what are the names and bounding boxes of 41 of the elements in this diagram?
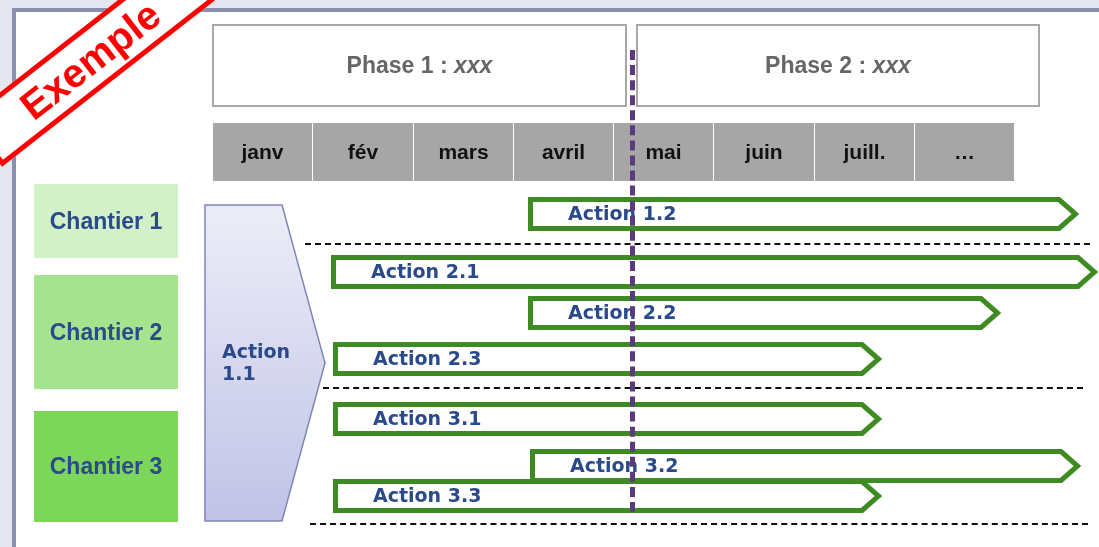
task-label: Action 3.1 (373, 407, 482, 429)
phase-label: Phase 1 : xxx (346, 52, 493, 79)
month-label: mars (438, 140, 489, 164)
month-header (514, 123, 613, 181)
workstream-label: Chantier 2 (49, 318, 163, 346)
month-label: juin (745, 140, 783, 164)
month-label: … (954, 140, 975, 164)
phase-label: Phase 2 : xxx (765, 52, 911, 79)
month-header (714, 123, 814, 181)
chevron-bar (528, 296, 1000, 330)
chevron-bar (333, 479, 881, 513)
workstream-box (34, 411, 178, 522)
month-label: fév (347, 140, 379, 164)
chevron-bar (331, 255, 1097, 289)
chevron-bar (528, 197, 1078, 231)
month-header (614, 123, 713, 181)
month-header (815, 123, 914, 181)
pentagon-arrow (204, 204, 326, 522)
phase-box (636, 24, 1040, 107)
task-label: Action 3.3 (373, 484, 482, 506)
workstream-label: Chantier 1 (49, 207, 163, 235)
month-header (915, 123, 1014, 181)
task-label: Action 3.2 (570, 454, 679, 476)
workstream-label: Chantier 3 (49, 453, 163, 480)
task-label: Action 1.2 (568, 202, 677, 224)
chevron-bar (530, 449, 1080, 483)
task-label: Action 2.1 (371, 260, 480, 282)
month-header (213, 123, 312, 181)
month-label: mai (645, 140, 682, 164)
task-label: Action 1.1 (222, 340, 292, 384)
month-label: janv (241, 140, 284, 164)
month-header (414, 123, 513, 181)
task-label: Action 2.3 (373, 347, 482, 369)
phase-box (212, 24, 627, 107)
workstream-box (34, 184, 178, 258)
chevron-bar (333, 342, 881, 376)
month-header (313, 123, 413, 181)
month-label: avril (541, 140, 586, 164)
chevron-bar (333, 402, 881, 436)
month-label: juill. (843, 140, 886, 164)
workstream-box (34, 275, 178, 389)
